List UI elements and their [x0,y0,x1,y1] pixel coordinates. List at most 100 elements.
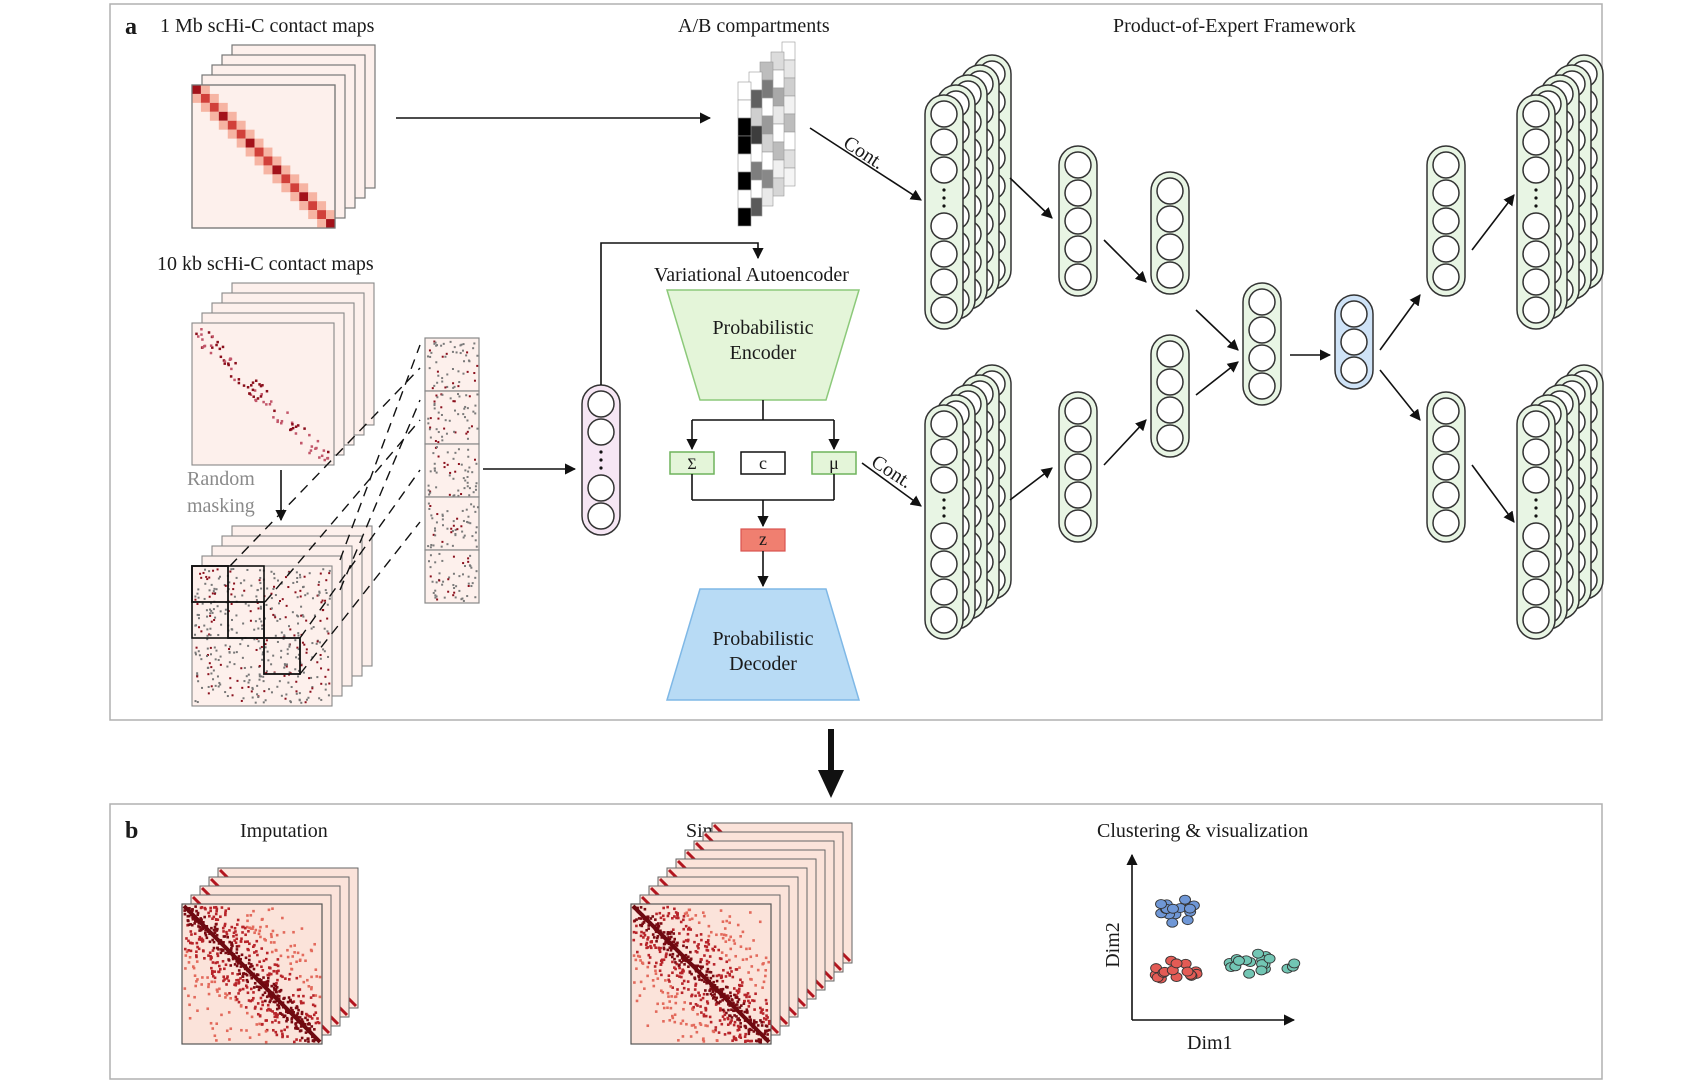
patch-dot [469,554,472,557]
heat-pixel [216,918,220,922]
heat-pixel [270,996,273,999]
heat-pixel [676,941,679,945]
masked-dot [316,676,319,679]
heat-pixel [729,966,732,970]
masked-dot [194,624,197,627]
heat-pixel [731,1039,734,1042]
masked-dot [194,651,197,654]
heat-pixel [221,959,225,963]
neuron [1064,509,1092,537]
contact-dot [234,361,237,365]
heat-pixel [717,948,721,952]
heat-pixel [676,912,679,915]
masked-dot [199,572,202,575]
heat-pixel [642,936,645,939]
masked-dot [283,666,286,669]
heat-pixel [715,933,718,937]
heat-pixel [737,998,741,1001]
patch-dot [433,467,436,470]
title-poe: Product-of-Expert Framework [1113,15,1356,37]
patch-dot [466,419,469,422]
patch-dot [467,359,470,362]
heat-pixel [766,1033,769,1036]
patch-dot [452,524,455,527]
heat-pixel [255,1023,259,1026]
heat-pixel [277,1021,281,1024]
heat-pixel [260,978,263,982]
masked-dot [255,648,258,651]
heat-pixel [188,1016,192,1020]
patch-dot [460,343,463,346]
heat-pixel [248,942,251,946]
cluster-point-teal [1252,948,1264,959]
heat-pixel [237,969,241,972]
masked-dot [311,597,314,600]
heat-pixel [279,954,283,958]
heat-pixel [671,986,674,989]
patch-dot [467,585,470,588]
heat-pixel [694,964,698,968]
input-embedding-vector [581,384,621,536]
ellipsis-dot [599,458,603,462]
contact-cell [290,174,300,184]
masked-dot [302,671,305,674]
heat-pixel [739,1022,742,1025]
masked-dot [288,643,291,646]
heat-pixel [314,1011,318,1014]
heat-pixel [651,979,655,982]
heat-pixel [212,906,216,909]
masked-dot [196,592,199,595]
heat-pixel [227,907,231,911]
heat-pixel [707,934,711,938]
patch-dot [446,373,449,376]
masked-dot [235,651,238,654]
heat-pixel [189,930,193,933]
masked-dot [260,675,263,678]
masked-dot [291,611,294,614]
heat-pixel [318,975,322,979]
masked-dot [216,568,219,571]
patch-dot [472,491,475,494]
contact-dot [237,378,241,381]
heat-pixel [298,1039,302,1042]
patch-dot [442,342,445,345]
heat-pixel [734,1037,737,1040]
heat-pixel [681,968,684,972]
patch-dot [432,452,435,455]
heat-pixel [280,1029,283,1033]
layer-arrow [1471,464,1515,523]
heat-pixel [689,950,692,954]
heat-pixel [220,948,223,951]
heat-pixel [235,960,238,963]
decoder-label-line1: Probabilistic [712,628,813,650]
masked-dot [283,674,286,677]
masked-dot [256,588,259,591]
heat-pixel [725,960,729,964]
masked-dot [206,615,209,618]
masked-dot [230,628,233,631]
encoder-branches [686,400,840,451]
hidden-layer [1150,171,1190,295]
heat-pixel [766,1016,769,1019]
heat-pixel [263,937,266,941]
masked-dot [250,584,253,587]
heat-pixel [728,1004,731,1007]
contact-cell [308,201,318,211]
masked-dot [278,599,281,602]
masked-dot [200,658,203,661]
encoder-label-line1: Probabilistic [712,317,813,339]
masked-dot [247,673,250,676]
masked-dot [305,698,308,701]
patch-dot [472,505,475,508]
patch-dot [453,430,456,433]
heat-pixel [747,971,750,974]
heat-pixel [697,991,700,995]
heat-pixel [214,905,218,909]
heat-pixel [750,1028,753,1032]
heat-pixel [749,911,752,914]
heat-pixel [668,953,672,957]
heat-pixel [662,958,666,962]
masked-dot [272,613,275,616]
heat-pixel [192,966,196,970]
neuron [1432,151,1460,179]
